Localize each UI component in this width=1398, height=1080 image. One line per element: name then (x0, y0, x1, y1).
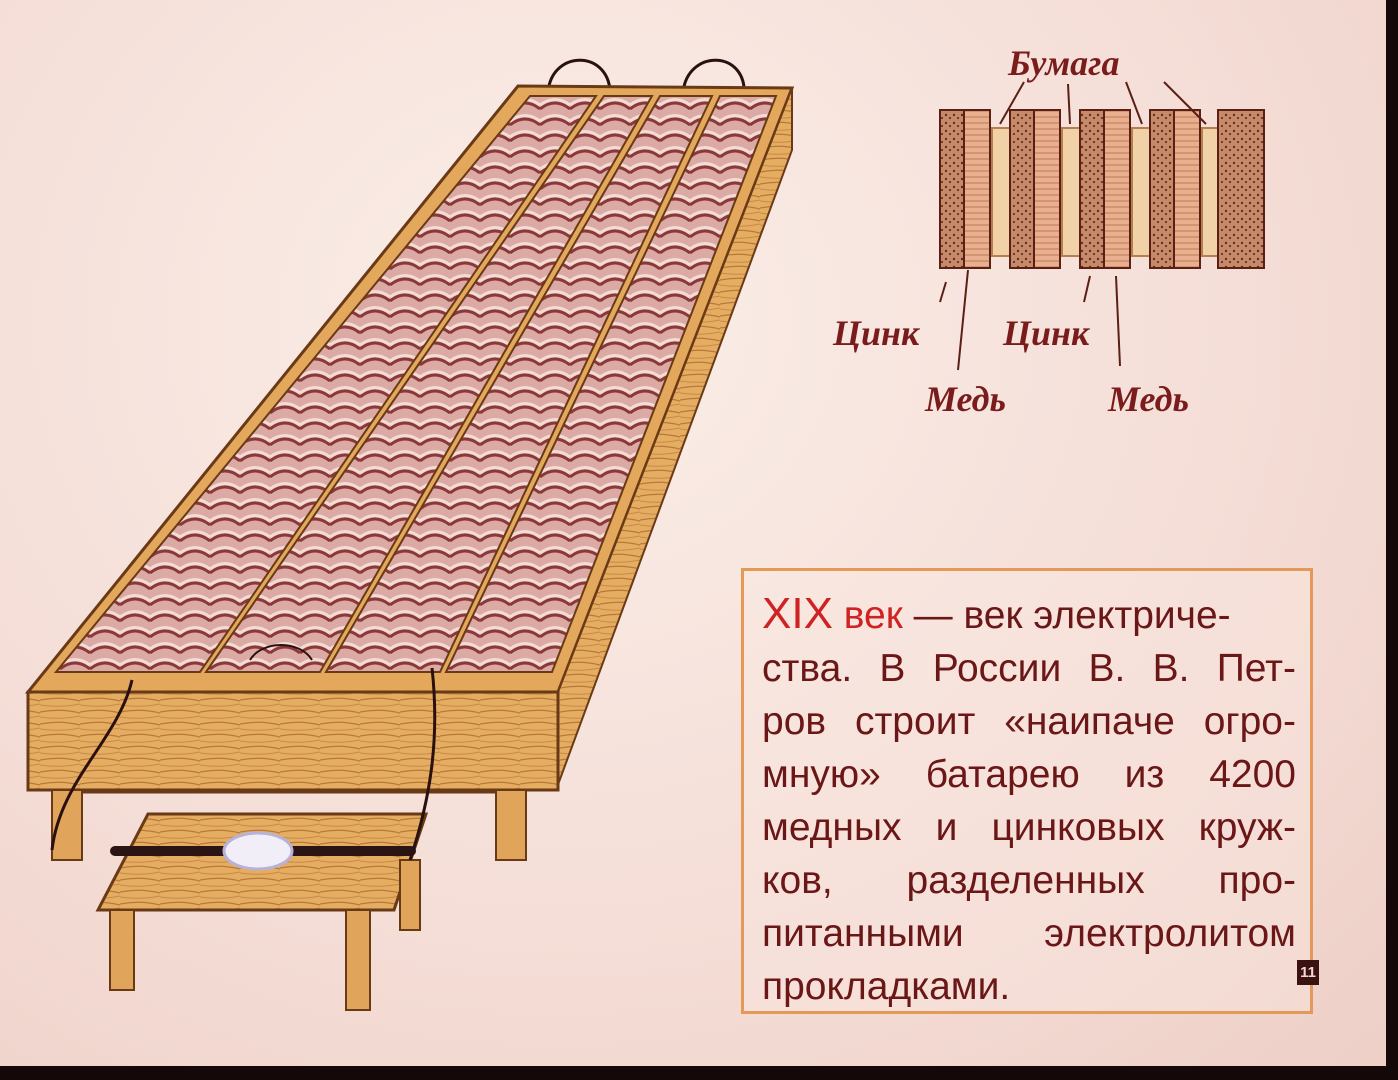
caption-line-5: медных и цинковых круж- (762, 806, 1296, 849)
electrode-right (276, 846, 416, 856)
electrode-left (110, 846, 240, 856)
leg-right (495, 789, 527, 861)
channel-4 (444, 95, 778, 673)
frame-edge-bottom (0, 1066, 1398, 1080)
label-zinc-2: Цинк (1003, 313, 1090, 353)
caption-vek: век (832, 594, 903, 637)
channel-2 (204, 95, 654, 673)
caption-line-1-rest: — век электриче- (902, 594, 1231, 637)
caption-century: XIX (762, 589, 833, 638)
caption-box: XIX век — век электриче- ства. В России … (741, 568, 1313, 1014)
caption-line-6: ков, разделенных про- (762, 859, 1296, 902)
wire-loop-left (546, 58, 612, 97)
page-number-badge: 11 (1297, 960, 1319, 985)
electric-arc (222, 831, 294, 871)
caption-line-3: ров строит «наипаче огро- (762, 700, 1296, 743)
disc-stack-diagram (939, 81, 1265, 371)
frame-edge-right (1386, 0, 1398, 1080)
caption-line-2: ства. В России В. В. Пет- (762, 647, 1296, 690)
trough-front (26, 690, 560, 792)
wire-loop-right (681, 58, 746, 97)
label-zinc-1: Цинк (833, 313, 920, 353)
table-leg-right (345, 909, 371, 1011)
caption-line-8: прокладками. (762, 965, 1011, 1008)
channel-1 (53, 95, 598, 673)
label-copper-1: Медь (925, 379, 1006, 419)
label-copper-2: Медь (1108, 379, 1189, 419)
caption-line-7: питанными электролитом (762, 912, 1296, 955)
caption-line-1: XIX век — век электриче- (762, 587, 1231, 642)
label-paper: Бумага (1008, 43, 1120, 83)
table-leg-left (109, 909, 135, 991)
channel-3 (324, 95, 714, 673)
caption-line-4: мную» батарею из 4200 (762, 753, 1296, 796)
